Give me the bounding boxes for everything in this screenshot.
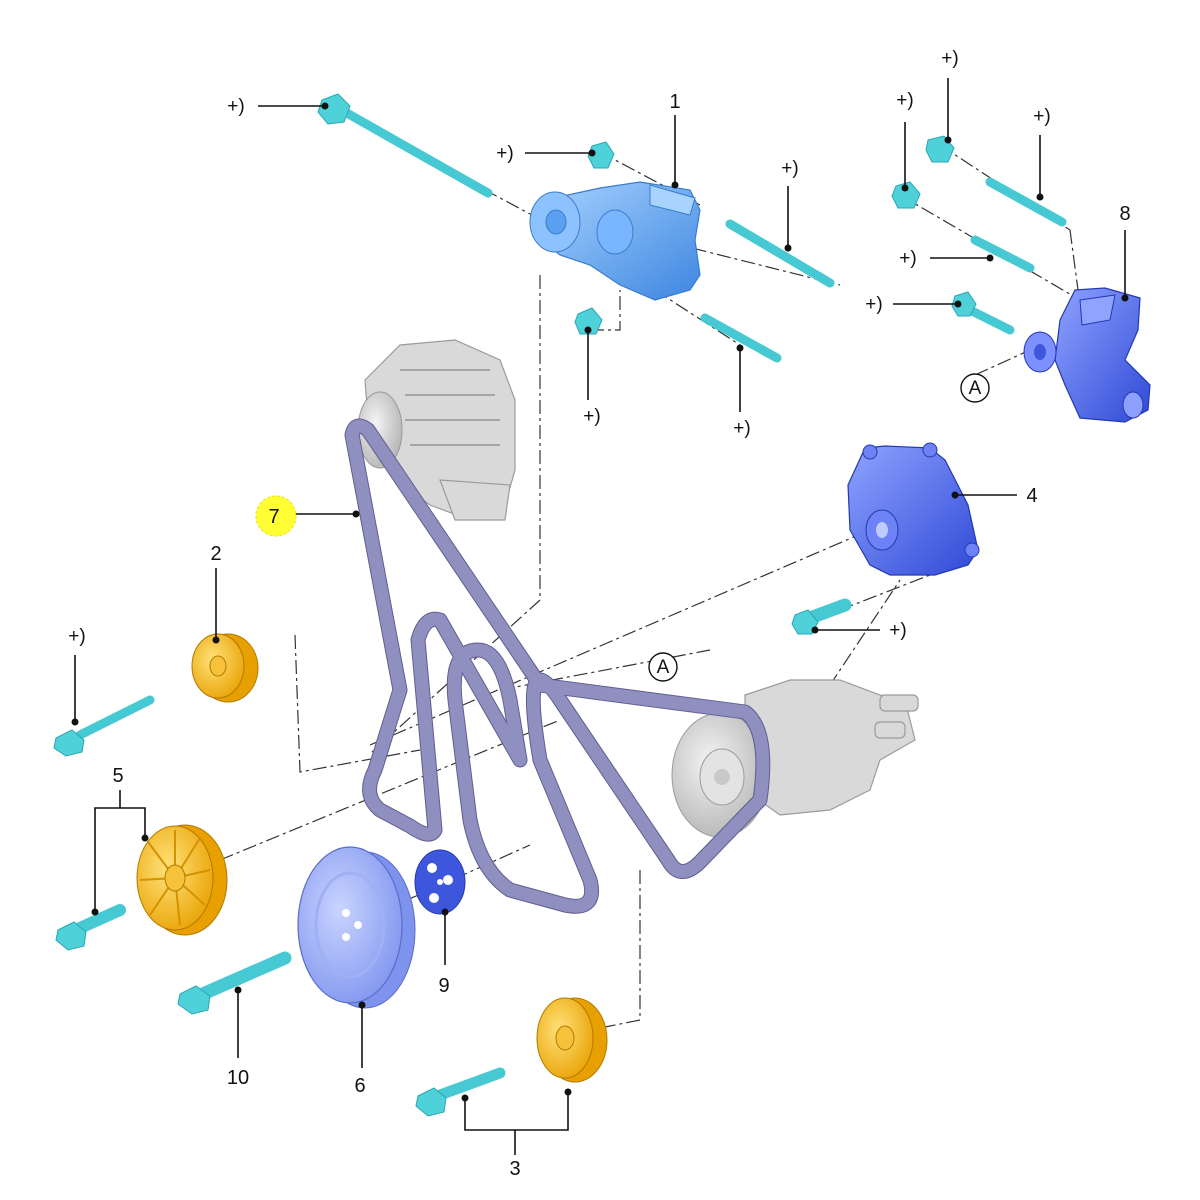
drive-belt xyxy=(344,418,771,914)
tighten-marker: +) xyxy=(227,96,244,117)
highlight-part-7 xyxy=(255,495,297,537)
tighten-marker: +) xyxy=(583,406,600,427)
water-pump-housing xyxy=(671,679,919,838)
reference-marker-a-text: A xyxy=(657,657,670,678)
tighten-marker: +) xyxy=(941,48,958,69)
crankshaft-pulley xyxy=(297,846,416,1009)
reference-marker-a-lower: A xyxy=(648,652,678,682)
tightening-markers: +) +) +) +) +) +) +) +) +) +) +) +) xyxy=(68,48,1050,647)
callout-4: 4 xyxy=(1026,485,1037,507)
callout-8: 8 xyxy=(1119,203,1130,225)
callout-10: 10 xyxy=(227,1067,249,1089)
alternator xyxy=(357,339,516,521)
leader-lines xyxy=(71,78,1129,1155)
tighten-marker: +) xyxy=(889,620,906,641)
callout-6: 6 xyxy=(354,1075,365,1097)
tighten-marker: +) xyxy=(896,90,913,111)
tighten-marker: +) xyxy=(781,158,798,179)
part-numbers: 1 2 3 4 5 6 7 8 9 10 xyxy=(112,91,1130,1180)
tighten-marker: +) xyxy=(1033,106,1050,127)
tensioner-assembly xyxy=(529,181,701,301)
callout-7: 7 xyxy=(268,506,279,528)
tighten-marker: +) xyxy=(865,294,882,315)
callout-9: 9 xyxy=(438,975,449,997)
callout-2: 2 xyxy=(210,543,221,565)
fasteners xyxy=(53,93,1067,1117)
callout-1: 1 xyxy=(669,91,680,113)
tighten-marker: +) xyxy=(68,626,85,647)
mounting-bracket xyxy=(1023,287,1151,423)
reference-marker-a-text: A xyxy=(969,378,982,399)
callout-5: 5 xyxy=(112,765,123,787)
callout-3: 3 xyxy=(509,1158,520,1180)
coolant-pump xyxy=(847,442,980,576)
idler-pulley-upper xyxy=(191,633,259,703)
spacer-disc xyxy=(414,849,466,915)
idler-pulley-lower xyxy=(536,997,608,1083)
reference-marker-a-upper: A xyxy=(960,373,990,403)
tighten-marker: +) xyxy=(496,143,513,164)
deflection-pulley xyxy=(136,824,228,936)
tighten-marker: +) xyxy=(899,248,916,269)
tighten-marker: +) xyxy=(733,418,750,439)
